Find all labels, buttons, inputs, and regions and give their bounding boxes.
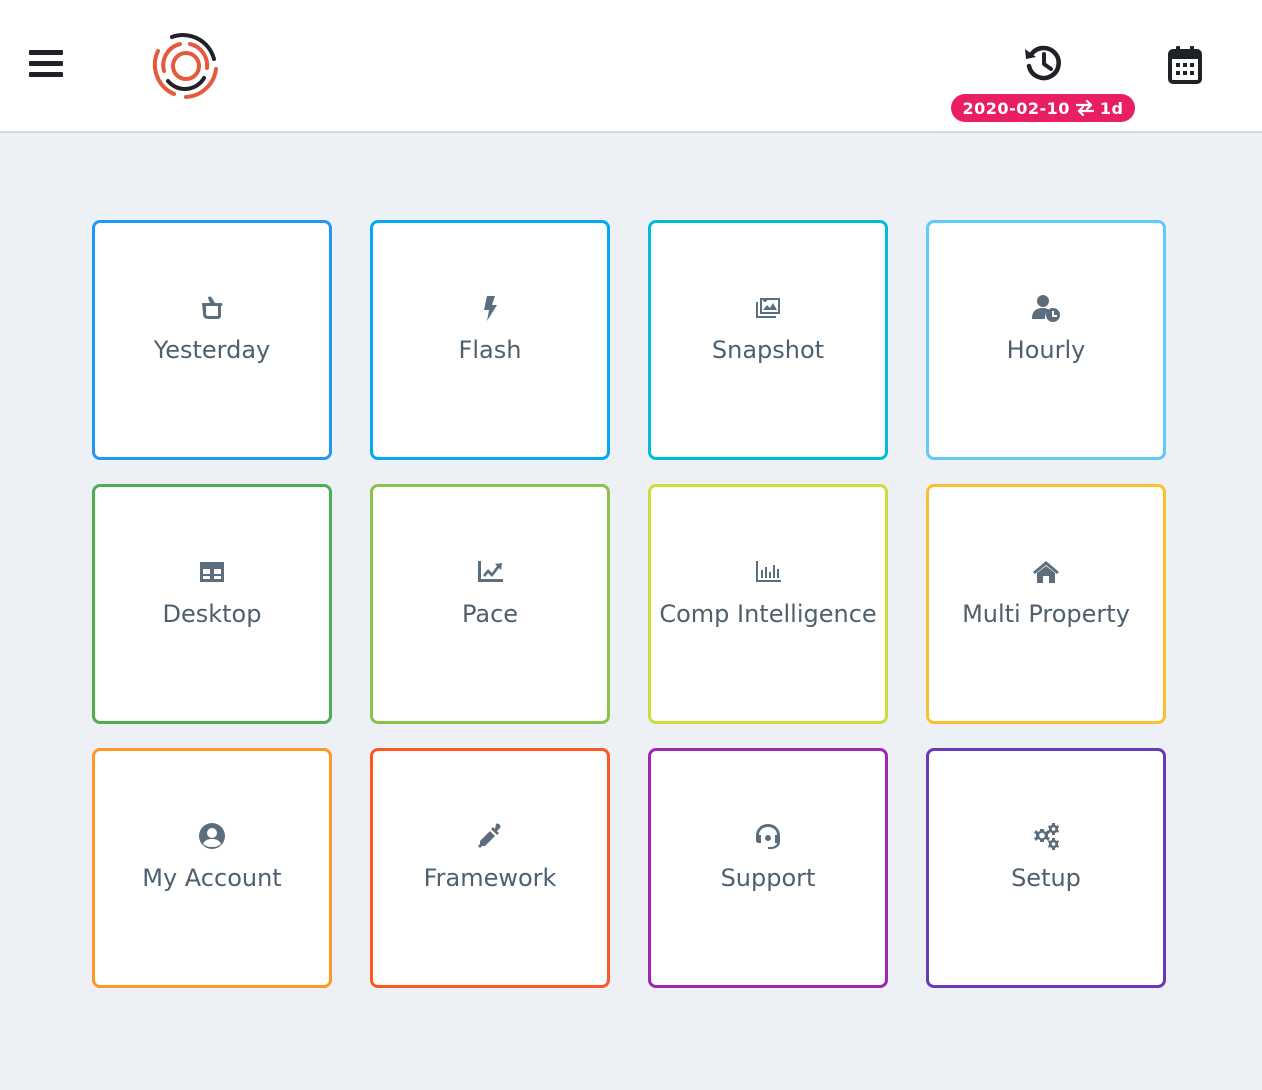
hamburger-menu-icon[interactable] [29, 50, 63, 80]
tile-label: Flash [458, 336, 522, 364]
cogs-icon [1031, 821, 1061, 851]
tile-hourly[interactable]: Hourly [926, 220, 1166, 460]
tile-multi-property[interactable]: Multi Property [926, 484, 1166, 724]
tile-snapshot[interactable]: Snapshot [648, 220, 888, 460]
swap-arrows-icon [1075, 100, 1094, 116]
navigation-tile-grid: Yesterday Flash Snapshot Hourly Desktop … [92, 220, 1166, 988]
tile-desktop[interactable]: Desktop [92, 484, 332, 724]
home-icon [1031, 557, 1061, 587]
tile-label: Setup [1011, 864, 1081, 892]
pointing-hand-icon [197, 293, 227, 323]
user-circle-icon [197, 821, 227, 851]
tile-framework[interactable]: Framework [370, 748, 610, 988]
tile-label: Framework [423, 864, 557, 892]
user-clock-icon [1031, 293, 1061, 323]
tile-label: Desktop [162, 600, 262, 628]
bolt-icon [475, 293, 505, 323]
table-icon [197, 557, 227, 587]
headset-icon [753, 821, 783, 851]
eyedropper-icon [475, 821, 505, 851]
calendar-icon[interactable] [1167, 45, 1203, 85]
tile-comp-intelligence[interactable]: Comp Intelligence [648, 484, 888, 724]
line-chart-icon [475, 557, 505, 587]
tile-pace[interactable]: Pace [370, 484, 610, 724]
tile-label: Multi Property [962, 600, 1130, 628]
tile-my-account[interactable]: My Account [92, 748, 332, 988]
tile-yesterday[interactable]: Yesterday [92, 220, 332, 460]
date-range-badge[interactable]: 2020-02-10 1d [951, 94, 1135, 122]
images-icon [753, 293, 783, 323]
tile-label: Support [720, 864, 816, 892]
top-bar: 2020-02-10 1d [0, 0, 1262, 133]
orbit-ring-logo[interactable] [148, 29, 224, 103]
tile-label: Pace [461, 600, 519, 628]
tile-label: Hourly [1006, 336, 1086, 364]
date-badge-date: 2020-02-10 [962, 98, 1070, 118]
tile-label: My Account [142, 864, 282, 892]
date-badge-range: 1d [1099, 98, 1124, 118]
history-icon[interactable] [1022, 42, 1064, 84]
bar-chart-icon [753, 557, 783, 587]
tile-label: Snapshot [711, 336, 825, 364]
tile-setup[interactable]: Setup [926, 748, 1166, 988]
tile-support[interactable]: Support [648, 748, 888, 988]
tile-label: Yesterday [153, 336, 271, 364]
tile-label: Comp Intelligence [659, 600, 877, 628]
tile-flash[interactable]: Flash [370, 220, 610, 460]
